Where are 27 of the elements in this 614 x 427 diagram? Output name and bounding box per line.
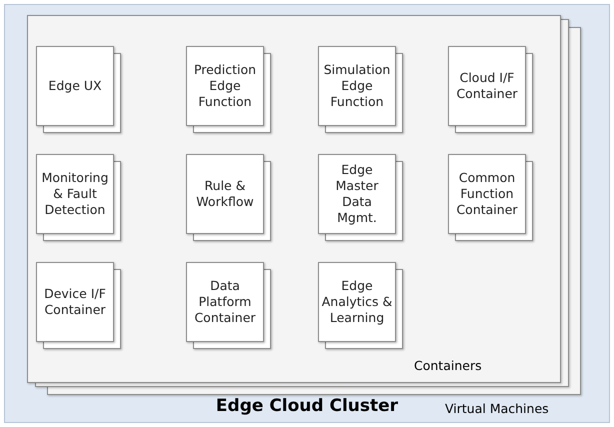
container-card: [186, 154, 264, 234]
container-card: [186, 46, 264, 126]
card-label: Device I/F Container: [43, 286, 107, 318]
card-label: Cloud I/F Container: [455, 70, 519, 102]
card-label: Simulation Edge Function: [322, 62, 392, 110]
panel-label: Containers: [414, 358, 482, 373]
container-card: [36, 262, 114, 342]
card-label: Edge Master Data Mgmt.: [334, 162, 380, 226]
card-label: Edge Analytics & Learning: [320, 278, 394, 326]
card-label: Common Function Container: [455, 170, 519, 218]
container-card: [36, 154, 114, 234]
card-label: Rule & Workflow: [195, 178, 255, 210]
card-label: Data Platform Container: [193, 278, 257, 326]
container-panel: [27, 15, 561, 383]
container-card: [186, 262, 264, 342]
container-card: [318, 154, 396, 234]
card-label: Monitoring & Fault Detection: [40, 170, 110, 218]
card-label: Prediction Edge Function: [192, 62, 258, 110]
container-card: [448, 154, 526, 234]
card-label: Edge UX: [47, 78, 103, 94]
cluster-title: Edge Cloud Cluster: [216, 396, 398, 416]
cluster-panel: [4, 4, 610, 423]
container-card: [448, 46, 526, 126]
stack-label: Virtual Machines: [445, 401, 549, 416]
container-card: [318, 46, 396, 126]
container-card: [36, 46, 114, 126]
container-card: [318, 262, 396, 342]
